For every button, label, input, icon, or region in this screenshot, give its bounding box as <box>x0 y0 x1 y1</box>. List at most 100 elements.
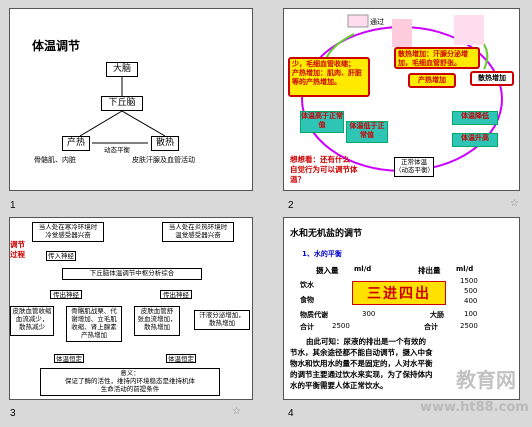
slide-2[interactable]: 通过 少，毛细血管收缩； 产热增加：肌肉、肝脏 等的产热增加。 散热增加：汗腺分… <box>283 8 520 191</box>
intake-total-value: 2500 <box>332 322 350 330</box>
response-b-line-4: 产热增加 <box>81 331 107 339</box>
slide-4-subtitle: 1、水的平衡 <box>302 250 342 258</box>
intake-header: 摄入量 <box>316 266 339 275</box>
normal-temp-box: 正常体温 （动态平衡） <box>394 157 434 177</box>
intake-unit: ml/d <box>354 265 372 273</box>
cold-condition-box: 当人处在寒冷环境时 冷觉感受器兴奋 <box>32 222 104 242</box>
explanation-line-1: 由此可知：尿液的排出是一个有效的 <box>306 337 426 346</box>
meaning-box: 意义： 保证了酶的活性，维持内环境稳态是维持机体 生命活动的前提条件 <box>40 368 220 396</box>
think-line-2: 自觉行为可以调节体 <box>290 165 358 174</box>
heat-response-box: 散热增加：汗腺分泌增 加，毛细血管舒张。 <box>394 47 480 69</box>
intake-total: 合计 <box>300 323 314 331</box>
temp-increase-box: 体温升高 <box>452 133 498 147</box>
response-d-line-1: 汗液分泌增加， <box>199 311 245 319</box>
response-a-line-3: 散热减少 <box>19 323 45 331</box>
star-icon-2: ☆ <box>510 198 519 209</box>
cold-response-line-1: 少，毛细血管收缩； <box>292 60 355 68</box>
response-b-line-3: 收缩、肾上腺素 <box>71 323 117 331</box>
response-c-line-2: 张血流增加， <box>137 315 177 323</box>
slide-number-1: 1 <box>10 200 16 211</box>
production-source-label: 骨骼肌、内脏 <box>34 156 76 164</box>
output-value-1: 1500 <box>460 277 478 285</box>
slide-number-4: 4 <box>288 408 294 419</box>
explanation-line-3: 物水和饮用水的量不是固定的，人对水平衡 <box>290 359 433 368</box>
explanation-line-2: 节水，其余途径都不能自动调节，摄入中食 <box>290 348 433 357</box>
intake-food: 食物 <box>300 296 314 304</box>
balance-label: 动态平衡 <box>104 146 130 154</box>
intake-drink: 饮水 <box>300 281 314 289</box>
temp-above-normal-box: 体温高于正常值 <box>300 111 344 133</box>
output-value-2: 500 <box>464 287 478 295</box>
meaning-line-3: 生命活动的前提条件 <box>100 385 160 393</box>
response-a-line-1: 皮肤血管收缩 <box>12 307 52 315</box>
explanation-line-4: 的调节主要通过饮水来实现，为了保持体内 <box>290 370 433 379</box>
response-d-box: 汗液分泌增加， 散热增加 <box>194 310 250 330</box>
hot-condition-line-1: 当人处在炎热环境时 <box>168 223 228 231</box>
brain-box: 大脑 <box>106 62 138 77</box>
output-colon-value: 100 <box>464 310 478 318</box>
slide-1-arrows <box>79 77 166 144</box>
output-header: 排出量 <box>418 266 441 275</box>
heat-dissipation-up-box: 散热增加 <box>470 71 514 86</box>
output-total-value: 2500 <box>460 322 478 330</box>
slide-4-title: 水和无机盐的调节 <box>290 229 363 239</box>
center-box: 下丘脑体温调节中枢分析综合 <box>62 268 202 280</box>
dissipation-source-label: 皮肤汗腺及血管活动 <box>132 156 195 164</box>
slide-number-3: 3 <box>10 408 16 419</box>
hypothalamus-box: 下丘脑 <box>101 96 143 111</box>
cold-response-line-2: 产热增加：肌肉、肝脏 <box>292 69 362 77</box>
explanation: 由此可知：尿液的排出是一个有效的 节水，其余途径都不能自动调节，摄入中食 物水和… <box>290 336 433 391</box>
slide-4[interactable]: 水和无机盐的调节 1、水的平衡 摄入量 ml/d 排出量 ml/d 饮水 食物 … <box>283 217 520 400</box>
response-c-line-1: 皮肤血管舒 <box>140 307 174 315</box>
cold-response-box: 少，毛细血管收缩； 产热增加：肌肉、肝脏 等的产热增加。 <box>288 57 370 97</box>
output-total: 合计 <box>424 323 438 331</box>
response-d-line-2: 散热增加 <box>209 319 235 327</box>
regulation-line-1: 调节 <box>10 240 25 249</box>
heat-production-up-box: 产热增加 <box>408 73 456 88</box>
watermark-url: www.ht88.com <box>420 400 529 415</box>
temp-decrease-box: 体温降低 <box>452 111 498 125</box>
output-colon: 大肠 <box>430 311 444 319</box>
stable-right-box: 体温恒定 <box>166 354 196 363</box>
normal-temp-line-2: （动态平衡） <box>395 166 434 174</box>
think-line-1: 想想看：还有什么 <box>290 155 350 164</box>
heat-response-line-2: 加，毛细血管舒张。 <box>398 59 461 67</box>
hot-condition-line-2: 温觉感受器兴奋 <box>175 231 221 239</box>
slide-1[interactable]: 体温调节 大脑 下丘脑 产热 散热 动态平衡 骨骼肌、内脏 皮肤汗腺及血管活动 <box>9 8 253 191</box>
response-b-line-2: 谢增加、立毛肌 <box>71 315 117 323</box>
three-in-four-out-stamp: 三进四出 <box>352 281 446 305</box>
think-question: 想想看：还有什么 自觉行为可以调节体 温？ <box>290 155 358 185</box>
intake-metabolism-value: 300 <box>362 310 376 318</box>
explanation-line-5: 水的平衡需要人体正常饮水。 <box>290 381 388 390</box>
via-label: 通过 <box>370 18 384 26</box>
output-unit: ml/d <box>456 265 474 273</box>
response-c-box: 皮肤血管舒 张血流增加， 散热增加 <box>134 306 180 336</box>
heat-response-line-1: 散热增加：汗腺分泌增 <box>398 50 468 58</box>
normal-temp-line-1: 正常体温 <box>401 158 427 166</box>
cold-condition-line-1: 当人处在寒冷环境时 <box>38 223 98 231</box>
hot-condition-box: 当人处在炎热环境时 温觉感受器兴奋 <box>162 222 234 242</box>
response-b-box: 骨骼肌战栗、代 谢增加、立毛肌 收缩、肾上腺素 产热增加 <box>66 306 122 342</box>
regulation-line-2: 过程 <box>10 250 25 259</box>
afferent-nerve-box: 传入神经 <box>46 251 76 261</box>
stable-left-box: 体温恒定 <box>54 354 84 363</box>
output-value-3: 400 <box>464 297 478 305</box>
meaning-line-1: 意义： <box>120 369 140 377</box>
efferent-nerve-right-box: 传出神经 <box>160 290 192 299</box>
think-line-3: 温？ <box>290 175 305 184</box>
cold-condition-line-2: 冷觉感受器兴奋 <box>45 231 91 239</box>
slide-3[interactable]: 当人处在寒冷环境时 冷觉感受器兴奋 当人处在炎热环境时 温觉感受器兴奋 调节 过… <box>9 217 253 400</box>
star-icon-3: ☆ <box>232 406 241 417</box>
intake-metabolism: 物质代谢 <box>300 311 328 319</box>
watermark-brand: 教育网 <box>456 368 516 392</box>
temp-below-normal-box: 体温低于正常值 <box>346 121 388 143</box>
response-a-box: 皮肤血管收缩 血流减少， 散热减少 <box>10 306 54 336</box>
efferent-nerve-left-box: 传出神经 <box>50 290 82 299</box>
slide-number-2: 2 <box>288 200 294 211</box>
response-a-line-2: 血流减少， <box>15 315 49 323</box>
slide-1-title: 体温调节 <box>32 39 81 53</box>
heat-dissipation-box: 散热 <box>151 136 179 151</box>
cold-response-line-3: 等的产热增加。 <box>292 78 341 86</box>
response-c-line-3: 散热增加 <box>144 323 170 331</box>
meaning-line-2: 保证了酶的活性，维持内环境稳态是维持机体 <box>65 377 195 385</box>
